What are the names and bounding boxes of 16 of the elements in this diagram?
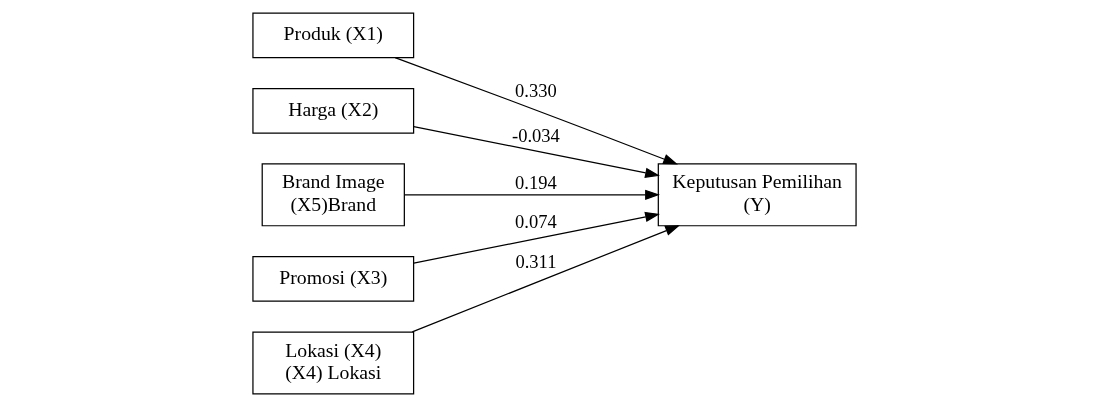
edge-label: 0.311 <box>514 250 556 272</box>
arrow <box>393 57 678 165</box>
node-box: Promosi (X3) <box>251 256 414 302</box>
node-box: Brand Image (X5)Brand <box>261 163 405 227</box>
arrow <box>412 126 660 178</box>
edge-label: 0.074 <box>514 211 557 233</box>
node-box: Lokasi (X4) (X4) Lokasi <box>251 331 414 395</box>
node-box: Produk (X1) <box>251 12 414 59</box>
node-box: Keputusan Pemilihan (Y) <box>657 163 857 227</box>
edge-label: 0.194 <box>514 171 557 193</box>
edge-label: 0.330 <box>514 80 557 102</box>
arrow <box>403 189 660 201</box>
arrow <box>411 225 680 333</box>
edge-label: -0.034 <box>511 124 560 146</box>
node-box: Harga (X2) <box>251 87 414 134</box>
arrow <box>412 211 660 264</box>
